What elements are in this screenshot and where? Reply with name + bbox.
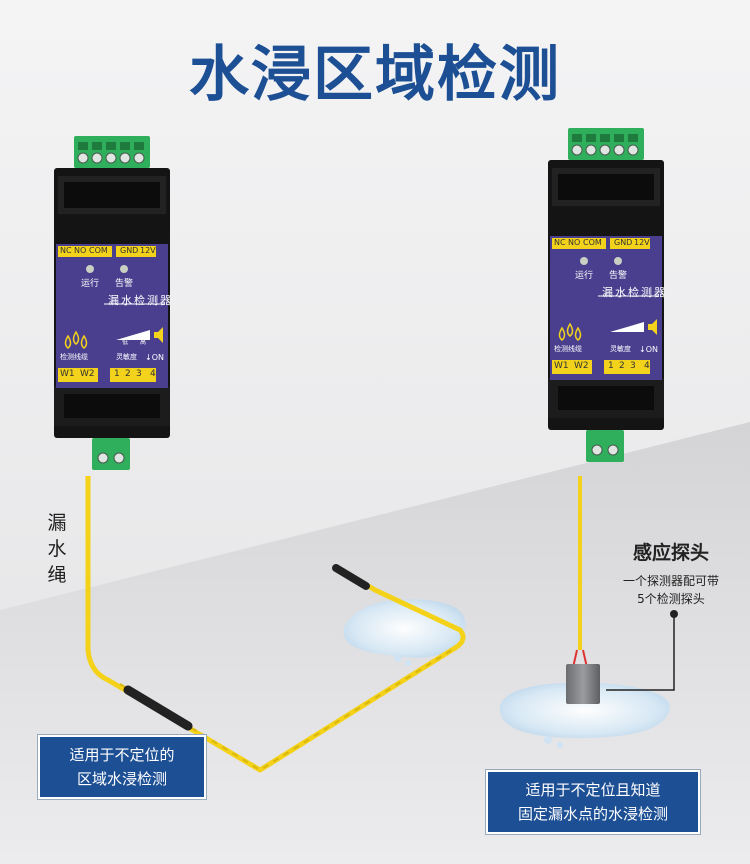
label-2: 2 [619, 361, 625, 371]
led-run-label: 运行 [575, 271, 594, 281]
led-alarm-label: 告警 [115, 279, 134, 289]
right-info-box: 适用于不定位且知道 固定漏水点的水浸检测 [486, 770, 700, 834]
device-name: 漏水检测器 [602, 286, 667, 299]
label-nc: NC [554, 238, 566, 247]
sensitivity-caption: 灵敏度 [116, 353, 137, 361]
label-1: 1 [608, 361, 614, 371]
label-1: 1 [114, 369, 120, 379]
label-2: 2 [125, 369, 131, 379]
label-gnd: GND [120, 246, 139, 255]
label-com: COM [583, 238, 602, 247]
left-info-line1: 适用于不定位的 [69, 746, 175, 764]
probe-title: 感应探头 [632, 542, 709, 564]
right-info-line2: 固定漏水点的水浸检测 [517, 805, 668, 823]
rope-label-char: 水 [47, 538, 67, 560]
right-info-line1: 适用于不定位且知道 [525, 781, 661, 799]
label-12v: 12V [140, 246, 156, 255]
rope-label-char: 绳 [47, 564, 67, 586]
probe-desc-line2: 5个检测探头 [637, 592, 705, 606]
label-4: 4 [644, 361, 650, 371]
label-com: COM [89, 246, 108, 255]
rope-label: 漏 水 绳 [42, 510, 72, 588]
label-3: 3 [630, 361, 636, 371]
cable-caption: 检测线缆 [60, 353, 88, 361]
led-run-label: 运行 [81, 279, 100, 289]
label-4: 4 [150, 369, 156, 379]
sens-high: 高 [140, 339, 147, 346]
led-alarm-label: 告警 [609, 271, 628, 281]
label-no: NO [74, 246, 87, 255]
on-label: ↓ON [145, 353, 164, 362]
left-info-line2: 区域水浸检测 [76, 770, 167, 788]
label-w1: W1 [554, 361, 569, 371]
label-gnd: GND [614, 238, 633, 247]
label-w2: W2 [80, 369, 95, 379]
probe-desc-line1: 一个探测器配可带 [622, 574, 719, 588]
rope-label-char: 漏 [47, 512, 67, 534]
label-no: NO [568, 238, 581, 247]
device-name: 漏水检测器 [108, 294, 173, 307]
sens-low: 低 [122, 339, 129, 346]
on-label: ↓ON [639, 345, 658, 354]
label-12v: 12V [634, 238, 650, 247]
label-w2: W2 [574, 361, 589, 371]
page-title: 水浸区域检测 [189, 40, 561, 110]
label-w1: W1 [60, 369, 75, 379]
label-nc: NC [60, 246, 72, 255]
cable-caption: 检测线缆 [554, 345, 582, 353]
sensitivity-caption: 灵敏度 [610, 345, 631, 353]
label-3: 3 [136, 369, 142, 379]
left-info-box: 适用于不定位的 区域水浸检测 [38, 735, 206, 799]
